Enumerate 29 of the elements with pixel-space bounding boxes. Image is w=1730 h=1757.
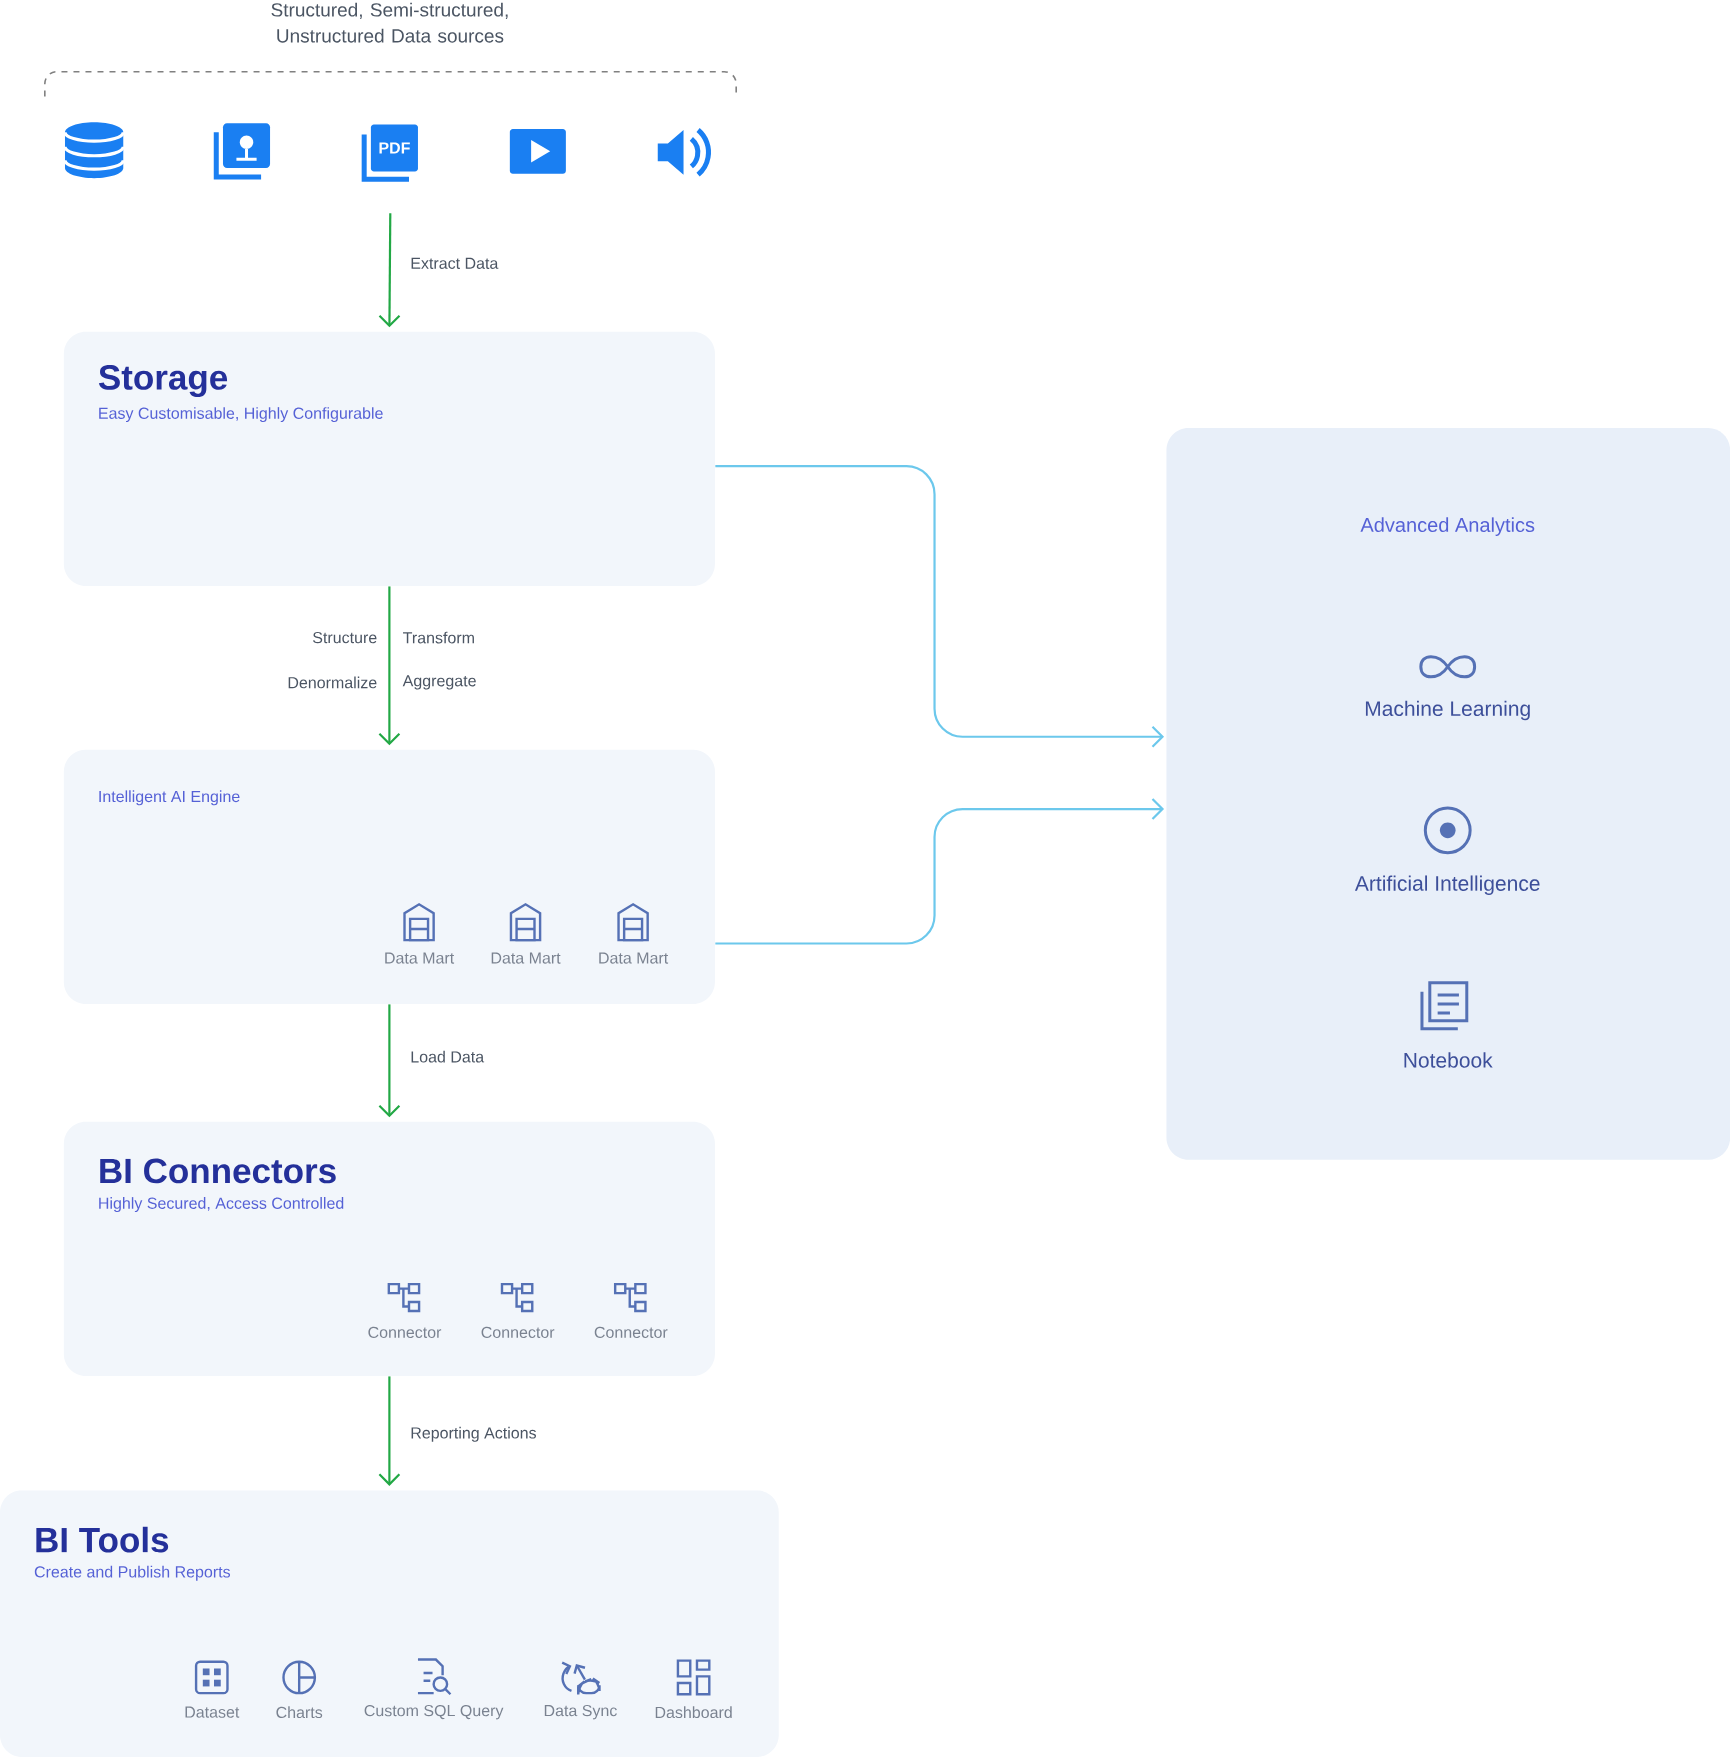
item-label: Dataset	[185, 1706, 240, 1718]
panel: Storage Easy Customisable, Highly Configurable	[63, 331, 715, 587]
arrow	[378, 586, 401, 746]
item-label: Machine Learning	[1365, 700, 1530, 721]
arrow	[378, 1004, 401, 1118]
item-label: Connector	[481, 1326, 555, 1338]
step-label: Structure	[312, 631, 377, 644]
step-label: Denormalize	[288, 676, 377, 689]
item-label: Connector	[594, 1326, 668, 1338]
arrow	[715, 465, 1164, 748]
heading-text: Structured, Semi-structured, Unstructured Data sources	[271, 2, 508, 43]
item-label: Artificial Intelligence	[1354, 875, 1540, 896]
arrow	[378, 213, 401, 328]
item-label: Data Mart	[385, 952, 455, 964]
item-label: Notebook	[1404, 1052, 1493, 1068]
arrow	[378, 1376, 401, 1486]
step-label: Transform	[402, 631, 474, 644]
item-label: Connector	[368, 1326, 442, 1338]
item-label: Custom SQL Query	[364, 1704, 504, 1720]
item-label: Dashboard	[655, 1706, 732, 1719]
edge-label: Extract Data	[408, 255, 501, 271]
item-label: Charts	[276, 1706, 323, 1719]
edge-label: Reporting Actions	[408, 1424, 539, 1444]
edge-label: Load Data	[408, 1048, 487, 1065]
item-label: Data Sync	[544, 1704, 617, 1720]
step-label: Aggregate	[402, 675, 476, 690]
item-label: Data Mart	[599, 952, 669, 964]
arrow	[715, 798, 1164, 945]
item-label: Data Mart	[491, 952, 561, 964]
